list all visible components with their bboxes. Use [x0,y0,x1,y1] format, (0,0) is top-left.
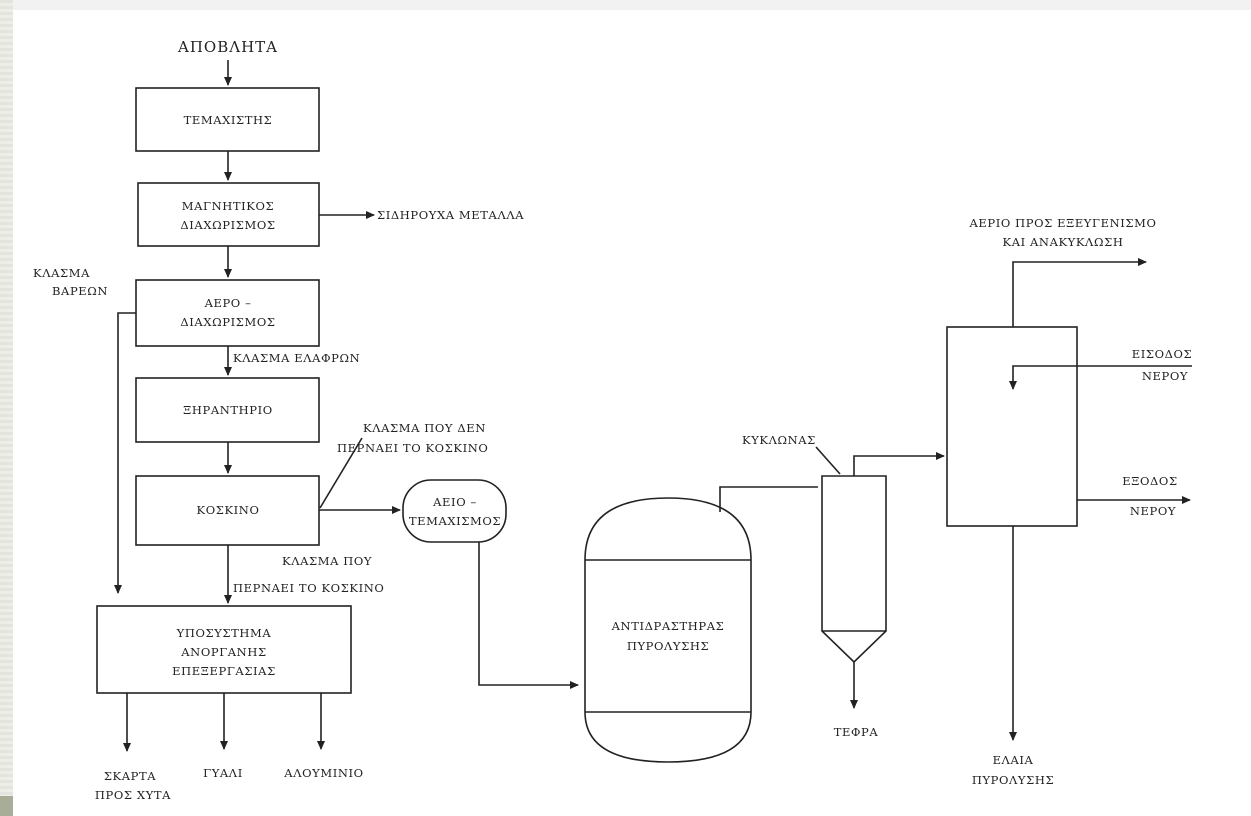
not-passing-label-2: ΠΕΡΝΑΕΙ ΤΟ ΚΟΣΚΙΝΟ [337,441,488,455]
air-sep-label-2: ΔΙΑΧΩΡΙΣΜΟΣ [180,315,275,329]
water-in-label-1: ΕΙΣΟΔΟΣ [1132,347,1193,361]
passing-label-2: ΠΕΡΝΑΕΙ ΤΟ ΚΟΣΚΙΝΟ [233,581,384,595]
glass-label: ΓΥΑΛΙ [203,766,243,780]
water-in-label-2: ΝΕΡΟΥ [1142,369,1188,383]
left-border-accent [0,796,13,816]
reshred-label-2: ΤΕΜΑΧΙΣΜΟΣ [409,514,501,528]
aluminium-label: ΑΛΟΥΜΙΝΙΟ [283,766,363,780]
sieve-label: ΚΟΣΚΙΝΟ [197,503,260,517]
ferrous-metals-label: ΣΙΔΗΡΟΥΧΑ ΜΕΤΑΛΛΑ [377,208,524,222]
air-separation-box [135,279,320,347]
gas-out-label-2: ΚΑΙ ΑΝΑΚΥΚΛΩΣΗ [1003,235,1124,249]
heavy-fraction-label-2: ΒΑΡΕΩΝ [52,284,108,298]
input-label: ΑΠΟΒΛΗΤΑ [177,38,278,56]
air-sep-label-1: ΑΕΡΟ – [204,296,252,310]
magnetic-label-1: ΜΑΓΝΗΤΙΚΟΣ [182,199,275,213]
magnetic-label-2: ΔΙΑΧΩΡΙΣΜΟΣ [180,218,275,232]
water-out-label-1: ΕΞΟΔΟΣ [1122,474,1177,488]
inorganic-label-3: ΕΠΕΞΕΡΓΑΣΙΑΣ [172,664,276,678]
not-passing-leader [319,437,363,509]
heavy-fraction-line [114,312,136,594]
reshredding-box [402,479,507,543]
condenser-box [946,326,1078,527]
inorganic-subsystem-box [96,605,352,694]
shredder-box [135,87,320,152]
gas-out-label-1: ΑΕΡΙΟ ΠΡΟΣ ΕΞΕΥΓΕΝΙΣΜΟ [968,216,1156,230]
heavy-fraction-label-1: ΚΛΑΣΜΑ [33,266,90,280]
reshred-to-reactor-line [478,542,579,689]
cyclone-vessel [821,475,887,664]
reshred-label-1: ΑΕΙΟ – [432,495,477,509]
ash-label: ΤΕΦΡΑ [834,725,879,739]
reactor-label-1: ΑΝΤΙΔΡΑΣΤΗΡΑΣ [611,619,725,633]
reactor-to-cyclone-line [719,486,818,512]
shredder-label: ΤΕΜΑΧΙΣΤΗΣ [184,113,273,127]
pyro-oil-label-1: ΕΛΑΙΑ [993,753,1034,767]
scrap-label-2: ΠΡΟΣ ΧΥΤΑ [95,788,171,802]
light-fraction-label: ΚΛΑΣΜΑ ΕΛΑΦΡΩΝ [233,351,360,365]
cyclone-label: ΚΥΚΛΩΝΑΣ [742,433,816,447]
dryer-box [135,377,320,443]
inorganic-label-2: ΑΝΟΡΓΑΝΗΣ [180,645,266,659]
gas-out-line [1012,258,1147,327]
inorganic-label-1: ΥΠΟΣΥΣΤΗΜΑ [176,626,272,640]
pyro-oil-label-2: ΠΥΡΟΛΥΣΗΣ [972,773,1054,787]
dryer-label: ΞΗΡΑΝΤΗΡΙΟ [183,403,273,417]
left-border-stripe [0,0,13,816]
scrap-label-1: ΣΚΑΡΤΑ [104,769,156,783]
magnetic-separation-box [137,182,320,247]
water-in-line [1009,365,1192,390]
water-out-label-2: ΝΕΡΟΥ [1130,504,1176,518]
reactor-label-2: ΠΥΡΟΛΥΣΗΣ [627,639,709,653]
cyclone-leader [815,446,841,475]
passing-label-1: ΚΛΑΣΜΑ ΠΟΥ [282,554,372,568]
cyclone-to-condenser-line [853,452,945,476]
not-passing-label-1: ΚΛΑΣΜΑ ΠΟΥ ΔΕΝ [363,421,486,435]
